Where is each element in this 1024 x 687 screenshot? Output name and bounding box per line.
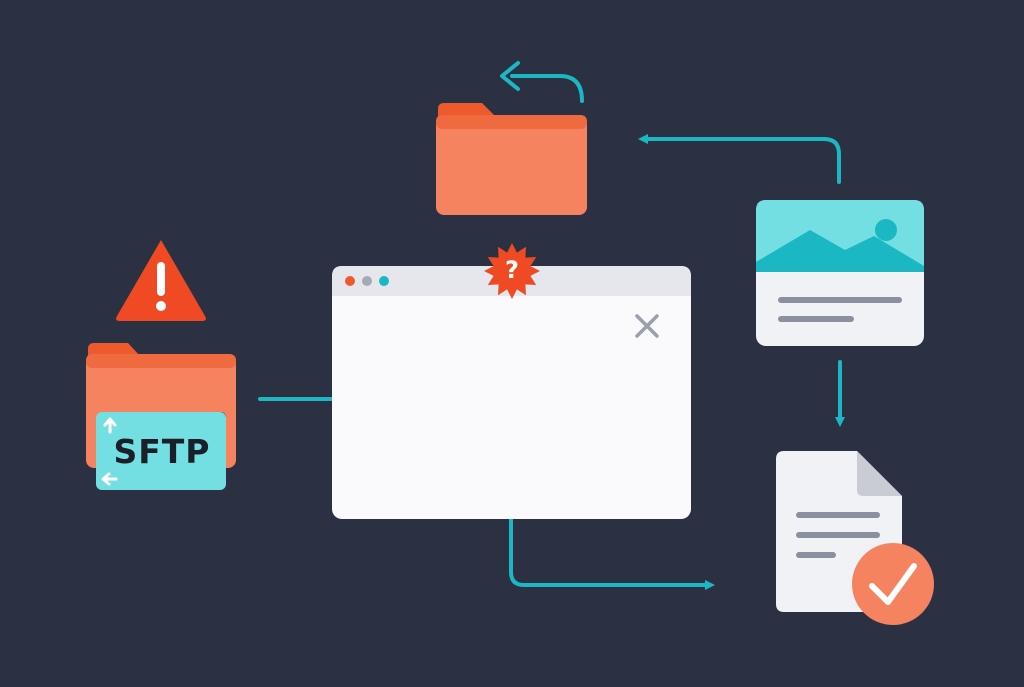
checkmark-icon (852, 543, 934, 625)
sftp-label: SFTP (113, 432, 210, 471)
browser-window-icon (332, 266, 691, 519)
arrow-window-to-document (509, 488, 715, 590)
warning-icon (116, 240, 206, 321)
error-badge-icon: ? (484, 243, 540, 299)
sftp-transfer-icon: SFTP (96, 412, 226, 490)
arrow-image-to-folder (638, 134, 841, 184)
connectors (258, 61, 845, 590)
image-card-icon (756, 200, 924, 346)
close-icon (635, 314, 659, 338)
arrow-folder-return (510, 74, 584, 103)
error-badge-symbol: ? (505, 256, 519, 284)
folder-icon (436, 103, 587, 215)
